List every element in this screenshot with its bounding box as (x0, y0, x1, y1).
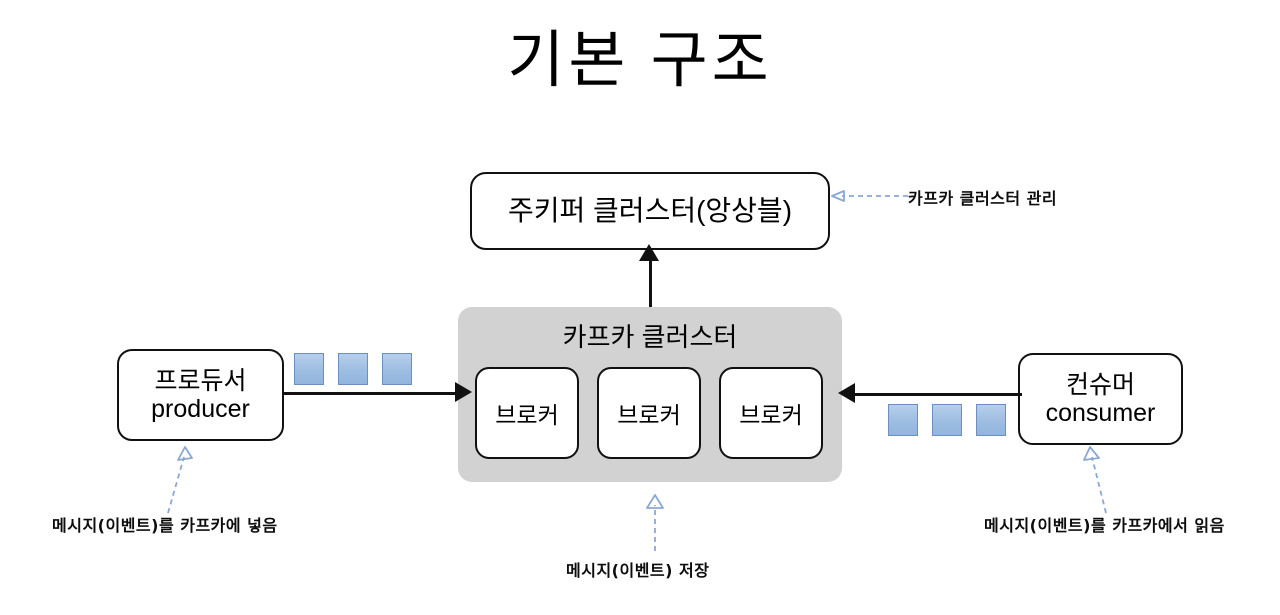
consumer-to-cluster-arrowhead-icon (838, 383, 855, 403)
cluster-to-zookeeper-line (649, 258, 652, 308)
consumer-to-cluster-line (852, 393, 1022, 396)
zookeeper-cluster-box: 주키퍼 클러스터(앙상블) (470, 172, 830, 250)
producer-to-cluster-arrowhead-icon (455, 382, 472, 402)
cluster-annotation-text: 메시지(이벤트) 저장 (566, 561, 710, 580)
zookeeper-annotation-arrow-icon (831, 190, 908, 202)
producer-label-en: producer (151, 395, 250, 423)
kafka-cluster-label: 카프카 클러스터 (562, 322, 738, 352)
broker-box-2: 브로커 (597, 367, 701, 459)
broker-box-3: 브로커 (719, 367, 823, 459)
consumer-message-squares (888, 404, 1006, 438)
broker-label-2: 브로커 (617, 402, 681, 428)
kafka-cluster-box: 카프카 클러스터 브로커 브로커 브로커 (458, 307, 842, 482)
message-square (338, 353, 368, 385)
consumer-annotation-text: 메시지(이벤트)를 카프카에서 읽음 (984, 516, 1225, 535)
consumer-annotation-arrow-icon (1083, 446, 1107, 514)
page-title: 기본 구조 (507, 26, 773, 95)
message-square (294, 353, 324, 385)
message-square (382, 353, 412, 385)
producer-to-cluster-line (283, 392, 463, 395)
producer-message-squares (294, 353, 412, 387)
consumer-box: 컨슈머 consumer (1018, 353, 1183, 445)
producer-label-ko: 프로듀서 (154, 367, 247, 395)
producer-annotation-arrow-icon (167, 446, 193, 514)
message-square (888, 404, 918, 436)
message-square (976, 404, 1006, 436)
zookeeper-cluster-label: 주키퍼 클러스터(앙상블) (507, 195, 793, 227)
consumer-label-en: consumer (1045, 399, 1156, 427)
broker-label-3: 브로커 (739, 402, 803, 428)
zookeeper-annotation-text: 카프카 클러스터 관리 (908, 189, 1058, 208)
cluster-annotation-arrow-icon (646, 494, 664, 551)
broker-label-1: 브로커 (495, 402, 559, 428)
producer-box: 프로듀서 producer (117, 349, 284, 441)
broker-box-1: 브로커 (475, 367, 579, 459)
consumer-label-ko: 컨슈머 (1065, 371, 1135, 399)
producer-annotation-text: 메시지(이벤트)를 카프카에 넣음 (52, 516, 278, 535)
cluster-to-zookeeper-arrowhead-icon (639, 244, 659, 261)
message-square (932, 404, 962, 436)
